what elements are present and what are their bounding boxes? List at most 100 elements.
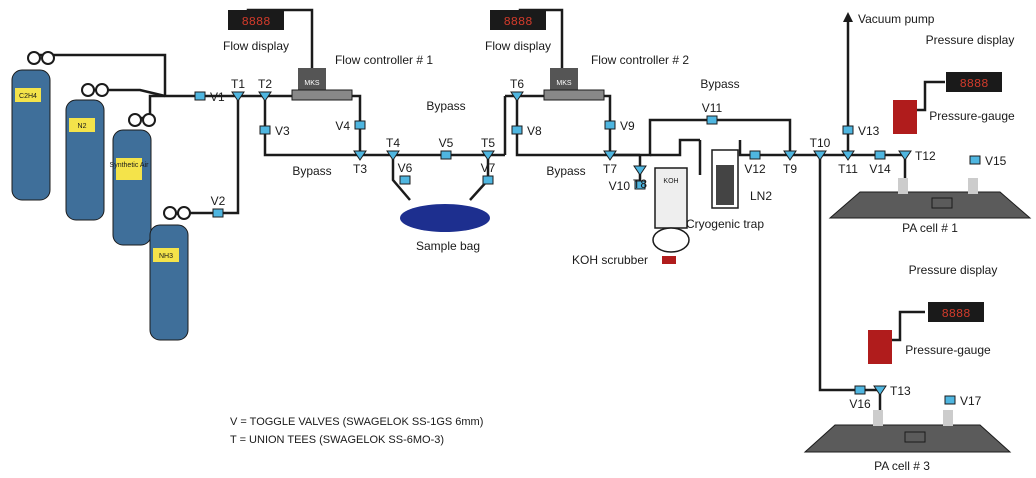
vacuum-arrow: [843, 12, 853, 22]
pressure-display-2-label: Pressure display: [909, 263, 998, 277]
legend-valves: V = TOGGLE VALVES (SWAGELOK SS-1GS 6mm): [230, 416, 483, 428]
pressure-gauge-2-label: Pressure-gauge: [905, 343, 991, 357]
pressure-gauge-1: [893, 100, 917, 134]
flow-controller-1: MKS: [291, 68, 353, 101]
tee-t10: T10: [810, 136, 831, 161]
gas-cylinders: C2H4 N2 Synthetic Air NH3: [11, 51, 191, 341]
cylinder-label-n2: N2: [78, 123, 87, 130]
valve-v12: V12: [744, 150, 766, 176]
cylinder-nh3: NH3: [149, 206, 191, 341]
flow-display-1-digits: 8888: [242, 15, 271, 29]
flow-controller-1-label: Flow controller # 1: [335, 53, 433, 67]
valve-label-v5: V5: [439, 136, 454, 150]
tee-label-t13: T13: [890, 384, 911, 398]
valve-label-v12: V12: [744, 162, 766, 176]
tee-t3: T3: [353, 150, 367, 176]
valve-label-v7: V7: [481, 161, 496, 175]
tee-label-t9: T9: [783, 162, 797, 176]
cylinder-label-synthetic: Synthetic Air: [110, 162, 150, 169]
pa-cell-1-label: PA cell # 1: [902, 221, 958, 235]
valve-label-v1: V1: [210, 90, 225, 104]
tee-t6: T6: [510, 77, 524, 102]
tee-t1: T1: [231, 77, 245, 102]
tee-label-t12: T12: [915, 149, 936, 163]
tee-label-t10: T10: [810, 136, 831, 150]
tee-label-t2: T2: [258, 77, 272, 91]
koh-text: KOH: [663, 178, 678, 185]
cylinder-synthetic-air: Synthetic Air: [110, 113, 156, 246]
tee-t5: T5: [481, 136, 495, 161]
valve-v13: V13: [842, 124, 880, 138]
bypass-label-3: Bypass: [546, 164, 585, 178]
valve-v8: V8: [511, 124, 542, 138]
valve-v1: V1: [194, 90, 225, 104]
valve-label-v9: V9: [620, 119, 635, 133]
valve-v15: V15: [969, 154, 1007, 168]
tee-t2: T2: [258, 77, 272, 102]
tee-t11: T11: [838, 150, 858, 176]
valve-v6: V6: [398, 161, 413, 185]
tee-t13: T13: [873, 384, 911, 398]
valve-label-v17: V17: [960, 394, 982, 408]
pressure-display-2-digits: 8888: [942, 307, 971, 321]
flow-display-2-digits: 8888: [504, 15, 533, 29]
tee-label-t8: T8: [633, 177, 647, 191]
flow-display-2-label: Flow display: [485, 39, 551, 53]
valve-label-v4: V4: [335, 119, 350, 133]
flow-controller-2: MKS: [543, 68, 605, 101]
valve-v3: V3: [259, 124, 290, 138]
tee-label-t5: T5: [481, 136, 495, 150]
tee-t4: T4: [386, 136, 400, 161]
valve-v17: V17: [944, 394, 982, 408]
valve-label-v2: V2: [211, 194, 226, 208]
sample-bag-label: Sample bag: [416, 239, 480, 253]
valve-label-v3: V3: [275, 124, 290, 138]
mks-label-2: MKS: [556, 80, 572, 87]
bypass-label-1: Bypass: [292, 164, 331, 178]
valve-v5: V5: [439, 136, 454, 160]
tee-label-t11: T11: [838, 162, 858, 176]
tee-label-t3: T3: [353, 162, 367, 176]
cylinder-label-c2h4: C2H4: [19, 93, 37, 100]
valve-label-v11: V11: [702, 101, 723, 115]
legend-tees: T = UNION TEES (SWAGELOK SS-6MO-3): [230, 434, 444, 446]
pressure-display-1-label: Pressure display: [926, 33, 1015, 47]
pressure-gauge-1-label: Pressure-gauge: [929, 109, 1015, 123]
pa-cell-1: [828, 178, 1032, 219]
cylinder-label-nh3: NH3: [159, 253, 173, 260]
bypass-label-4: Bypass: [700, 77, 739, 91]
pressure-display-1: 8888: [946, 72, 1002, 92]
tee-label-t7: T7: [603, 162, 617, 176]
valve-label-v15: V15: [985, 154, 1007, 168]
tee-t8: T8: [633, 165, 647, 191]
pa-cell-3-label: PA cell # 3: [874, 459, 930, 473]
tee-t12: T12: [898, 149, 936, 163]
flow-display-1: 8888: [228, 10, 284, 30]
ln2-label: LN2: [750, 189, 772, 203]
valve-label-v16: V16: [849, 397, 871, 411]
pressure-display-2: 8888: [928, 302, 984, 322]
flow-display-1-label: Flow display: [223, 39, 289, 53]
koh-scrubber-label: KOH scrubber: [572, 253, 648, 267]
flow-display-2: 8888: [490, 10, 546, 30]
mks-label-1: MKS: [304, 80, 320, 87]
pa-cell-3: [803, 410, 1012, 453]
cryogenic-trap: LN2: [711, 149, 772, 209]
valve-v7: V7: [481, 161, 496, 185]
sample-bag: [400, 204, 490, 232]
tee-t7: T7: [603, 150, 617, 176]
valve-label-v6: V6: [398, 161, 413, 175]
koh-scrubber: KOH: [652, 167, 690, 264]
pressure-display-1-digits: 8888: [960, 77, 989, 91]
pressure-gauge-2: [868, 330, 892, 364]
cylinder-c2h4: C2H4: [11, 51, 55, 201]
valve-label-v8: V8: [527, 124, 542, 138]
valve-label-v14: V14: [869, 162, 891, 176]
valve-label-v13: V13: [858, 124, 880, 138]
valve-v14: V14: [869, 150, 891, 176]
valve-v4: V4: [335, 119, 366, 133]
cryogenic-trap-label: Cryogenic trap: [686, 217, 764, 231]
tee-label-t1: T1: [231, 77, 245, 91]
bypass-label-2: Bypass: [426, 99, 465, 113]
